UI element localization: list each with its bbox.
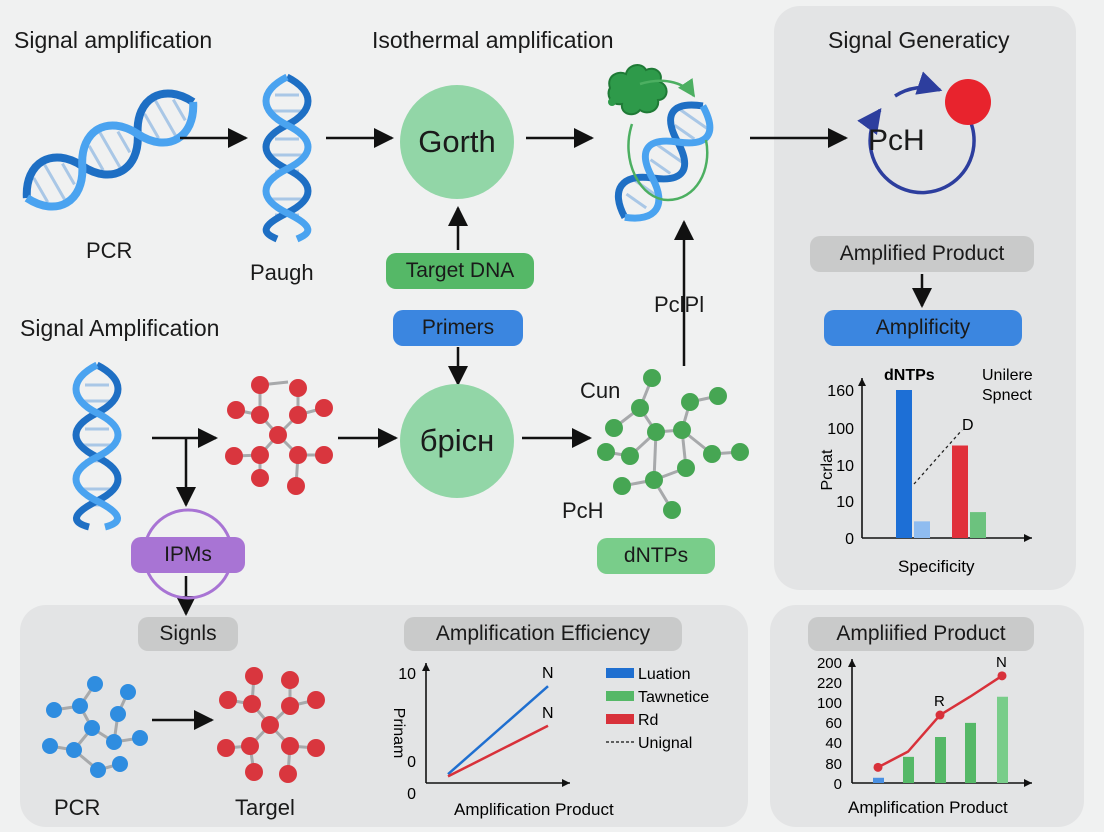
- c1-y-tick-label: 160: [827, 383, 854, 400]
- c2-legend-swatch: [606, 668, 634, 678]
- c3-point-label: R: [934, 693, 945, 710]
- dna-helix-icon: [22, 89, 198, 211]
- dna-helix-icon: [614, 101, 714, 222]
- flow-arrows: [152, 128, 932, 730]
- ampliified-product-pill: Ampliified Product: [808, 617, 1034, 651]
- heading-isothermal-amplification: Isothermal amplification: [372, 27, 614, 53]
- heading-signal-amplification: Signal amplification: [14, 27, 213, 53]
- dna-helix-icon: [262, 73, 312, 243]
- c3-y-tick-label: 40: [825, 735, 842, 752]
- c3-x-label: Amplification Product: [848, 798, 1008, 817]
- label-pcr-bottom: PCR: [54, 795, 101, 820]
- c3-y-tick-label: 80: [825, 756, 842, 773]
- pch-cycle-label: PcH: [868, 124, 925, 157]
- label-pch: PcH: [562, 498, 604, 523]
- c3-y-tick-label: 200: [817, 655, 842, 672]
- amplification-efficiency-chart: 10 0 0 N N LuationTawneticeRdUnignalAmplifica…: [390, 663, 709, 819]
- c2-y-arrow-icon: [422, 663, 430, 671]
- c1-y-arrow-icon: [858, 378, 866, 386]
- c2-y-tick-label: 10: [398, 666, 416, 683]
- c1-annotation: D: [962, 417, 974, 434]
- label-pclpl: PclPl: [654, 292, 705, 317]
- red-molecule-icon: [217, 667, 325, 783]
- dna-helix-icon: [72, 361, 122, 531]
- amplificity-pill: Amplificity: [824, 310, 1022, 346]
- c1-legend-entry: Unilere: [982, 367, 1033, 384]
- c2-end-label: N: [542, 665, 554, 682]
- primers-pill: Primers: [393, 310, 523, 346]
- ipms-pill: IPMs: [131, 537, 245, 573]
- red-molecule-icon: [225, 376, 333, 495]
- c2-legend-label: Rd: [638, 712, 658, 729]
- label-paugh: Paugh: [250, 260, 314, 285]
- c2-end-label: N: [542, 705, 554, 722]
- dntps-pill: dNTPs: [597, 538, 715, 574]
- c3-line-point: [873, 762, 883, 772]
- c2-legend-label: Tawnetice: [638, 689, 709, 706]
- c1-x-arrow-icon: [1024, 534, 1032, 542]
- c1-y-tick-label: 100: [827, 421, 854, 438]
- c1-title: dNTPs: [884, 367, 935, 384]
- enzyme-icon: [607, 64, 668, 116]
- bpish-node: бpiсн: [400, 384, 514, 498]
- amplification-efficiency-pill: Amplification Efficiency: [404, 617, 682, 651]
- c1-bar: [896, 390, 912, 538]
- label-target-bottom: Targel: [235, 795, 295, 820]
- c1-legend-entry: Spnect: [982, 387, 1032, 404]
- amplified-product-pill: Amplified Product: [810, 236, 1034, 272]
- c3-y-tick-label: 100: [817, 695, 842, 712]
- c3-bar: [935, 737, 946, 783]
- c1-bar: [970, 512, 986, 538]
- c3-bar: [997, 696, 1008, 783]
- c1-bar: [914, 521, 930, 538]
- heading-signal-amplification-2: Signal Amplification: [20, 315, 220, 341]
- signls-pill: Signls: [138, 617, 238, 651]
- c3-line-point: [997, 671, 1007, 681]
- c2-legend-label: Luation: [638, 666, 691, 683]
- cycle-arrow-icon: [857, 71, 976, 195]
- c3-y-tick-label: 220: [817, 675, 842, 692]
- c2-y-tick-label: 0: [407, 754, 416, 771]
- c2-legend-label: Unignal: [638, 735, 692, 752]
- c2-series-line: [447, 685, 549, 776]
- red-dot-icon: [945, 79, 991, 125]
- c1-trend-line: [913, 429, 963, 485]
- c3-y-tick-label: 0: [834, 776, 842, 793]
- label-pcr: PCR: [86, 238, 133, 263]
- c3-bar: [965, 722, 976, 783]
- c2-series-line: [447, 724, 549, 778]
- target-dna-pill: Target DNA: [386, 253, 534, 289]
- c2-x-arrow-icon: [562, 779, 570, 787]
- c1-x-label: Specificity: [898, 557, 975, 576]
- c3-line-point: [935, 710, 945, 720]
- c1-bar: [952, 445, 968, 538]
- c2-legend-swatch: [606, 714, 634, 724]
- c2-x-label: Amplification Product: [454, 800, 614, 819]
- blue-molecule-icon: [42, 676, 148, 778]
- c3-x-arrow-icon: [1024, 779, 1032, 787]
- gorth-node: Gorth: [400, 85, 514, 199]
- c1-y-tick-label: 10: [836, 458, 854, 475]
- c2-y-tick-label: 0: [407, 786, 416, 803]
- c1-y-tick-label: 10: [836, 494, 854, 511]
- enzyme-cycle-arrow: [627, 123, 709, 202]
- c3-y-arrow-icon: [848, 659, 856, 667]
- green-molecule-icon: [597, 369, 749, 519]
- c3-bar: [873, 777, 884, 783]
- heading-signal-generation: Signal Generaticy: [828, 27, 1010, 53]
- c2-y-label: Prinam: [390, 708, 407, 759]
- c3-point-label: N: [996, 655, 1007, 671]
- c3-bar: [903, 756, 914, 783]
- c1-y-label: Pcrlat: [819, 449, 836, 490]
- c1-y-tick-label: 0: [845, 531, 854, 548]
- label-cun: Cun: [580, 378, 621, 403]
- c3-y-tick-label: 60: [825, 715, 842, 732]
- c2-legend-swatch: [606, 691, 634, 701]
